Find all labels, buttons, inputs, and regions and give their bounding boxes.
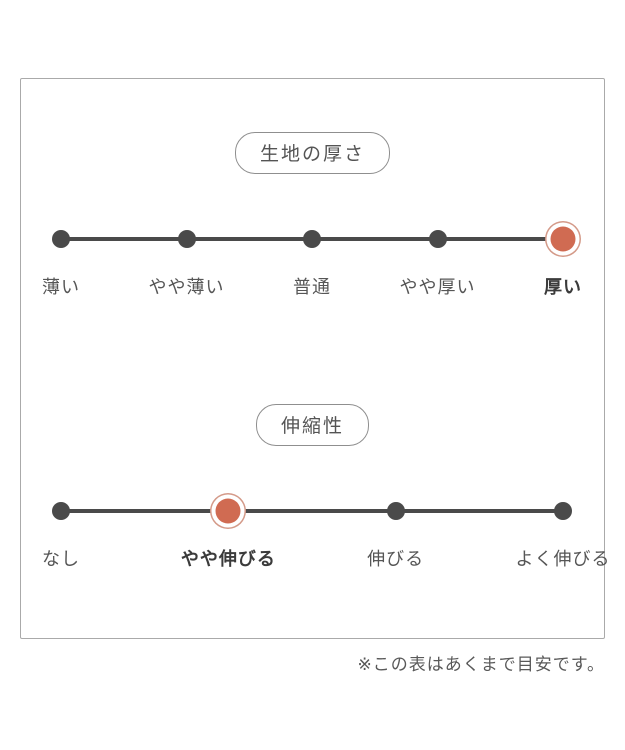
- selected-dot-marker-icon: [550, 226, 576, 252]
- dot-marker-icon: [177, 230, 196, 248]
- section-title-wrap: 伸縮性: [21, 404, 604, 446]
- scale-point-label: よく伸びる: [515, 549, 611, 569]
- spec-chart-box: 生地の厚さ 薄い やや薄い 普通 やや厚い 厚い: [20, 78, 610, 639]
- scale-point-label: やや厚い: [399, 277, 476, 297]
- dot-marker-icon: [428, 230, 447, 248]
- scale-point-label: 厚い: [544, 277, 582, 297]
- scale-point-label: 普通: [293, 277, 331, 297]
- disclaimer-note: ※この表はあくまで目安です。: [357, 655, 605, 674]
- section-title-wrap: 生地の厚さ: [21, 132, 604, 174]
- selected-dot-marker-icon: [215, 498, 241, 524]
- scale-point-label: やや伸びる: [180, 549, 276, 569]
- dot-marker-icon: [386, 502, 405, 520]
- dot-marker-icon: [554, 502, 572, 520]
- scale-point-label: 伸びる: [367, 549, 425, 569]
- dot-marker-icon: [303, 230, 321, 248]
- dot-marker-icon: [52, 502, 70, 520]
- scale-point-label: なし: [42, 549, 80, 569]
- section-title-stretch: 伸縮性: [255, 404, 369, 446]
- scale-point-label: やや薄い: [148, 277, 225, 297]
- dot-marker-icon: [52, 230, 70, 248]
- thickness-scale: 薄い やや薄い 普通 やや厚い 厚い: [42, 226, 581, 297]
- stretch-scale: なし やや伸びる 伸びる よく伸びる: [42, 498, 610, 569]
- section-title-thickness: 生地の厚さ: [234, 132, 390, 174]
- scale-point-label: 薄い: [42, 277, 80, 297]
